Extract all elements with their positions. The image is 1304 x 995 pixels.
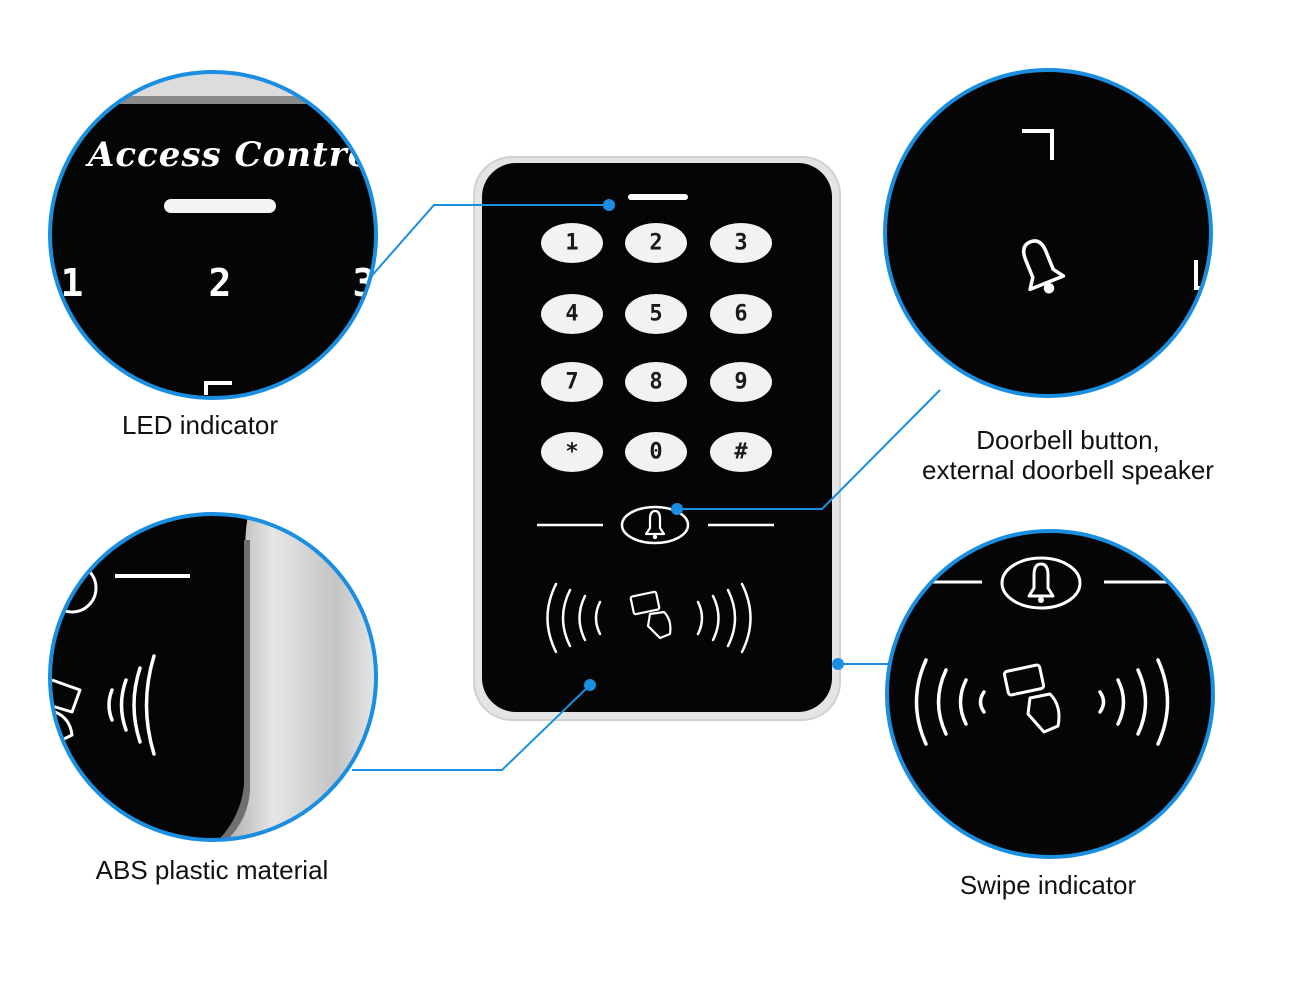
abs-material-label: ABS plastic material (95, 855, 329, 885)
keypad-key-label: 2 (649, 231, 662, 256)
keypad-key-5[interactable]: 5 (625, 294, 687, 334)
doorbell-icon (1000, 556, 1082, 610)
brand-script-text: Access Control (85, 135, 385, 175)
rfid-wave-icon (107, 654, 156, 756)
card-swipe-icon (1002, 663, 1061, 734)
keypad-key-label: 5 (649, 302, 662, 327)
keypad-key-label: 1 (565, 231, 578, 256)
doorbell-zoom-circle (883, 68, 1213, 398)
abs-zoom-circle (48, 512, 378, 842)
keypad-key-label: * (565, 440, 578, 465)
keypad-key-star[interactable]: * (541, 432, 603, 472)
zoom-key-1: 1 (61, 261, 84, 305)
led-zoom-circle: Access Control 1 2 3 (48, 70, 385, 400)
led-indicator-label: LED indicator (121, 410, 279, 440)
keypad-key-label: 7 (565, 370, 578, 395)
keypad-key-label: 9 (734, 370, 747, 395)
swipe-indicator-label: Swipe indicator (959, 870, 1137, 900)
keypad-key-label: # (734, 440, 748, 465)
rfid-wave-icon (914, 658, 1170, 746)
keypad-key-3[interactable]: 3 (710, 223, 772, 263)
keypad-key-0[interactable]: 0 (625, 432, 687, 472)
keypad-key-1[interactable]: 1 (541, 223, 603, 263)
access-control-keypad: 1 2 3 4 5 6 7 8 9 * 0 # (473, 156, 844, 721)
keypad: 1 2 3 4 5 6 7 8 9 * 0 # (541, 223, 772, 472)
keypad-key-7[interactable]: 7 (541, 362, 603, 402)
doorbell-icon (1021, 239, 1066, 294)
card-swipe-icon (51, 678, 82, 744)
keypad-key-hash[interactable]: # (710, 432, 772, 472)
keypad-key-label: 4 (565, 302, 578, 327)
keypad-key-label: 8 (649, 370, 662, 395)
keypad-key-label: 6 (734, 302, 747, 327)
led-bar-icon (164, 199, 276, 213)
zoom-key-2: 2 (209, 261, 232, 305)
card-swipe-icon (629, 590, 672, 640)
callout-lines (352, 204, 941, 771)
doorbell-icon[interactable] (620, 505, 690, 545)
keypad-key-label: 0 (649, 440, 662, 465)
doorbell-label-line1: Doorbell button, (976, 425, 1160, 455)
led-bar-icon (628, 194, 688, 200)
keypad-key-label: 3 (734, 231, 747, 256)
swipe-zoom-circle (885, 529, 1215, 859)
keypad-key-2[interactable]: 2 (625, 223, 687, 263)
keypad-key-8[interactable]: 8 (625, 362, 687, 402)
keypad-key-6[interactable]: 6 (710, 294, 772, 334)
rfid-wave-icon (546, 582, 752, 654)
keypad-key-9[interactable]: 9 (710, 362, 772, 402)
keypad-key-4[interactable]: 4 (541, 294, 603, 334)
doorbell-label-line2: external doorbell speaker (922, 455, 1214, 485)
